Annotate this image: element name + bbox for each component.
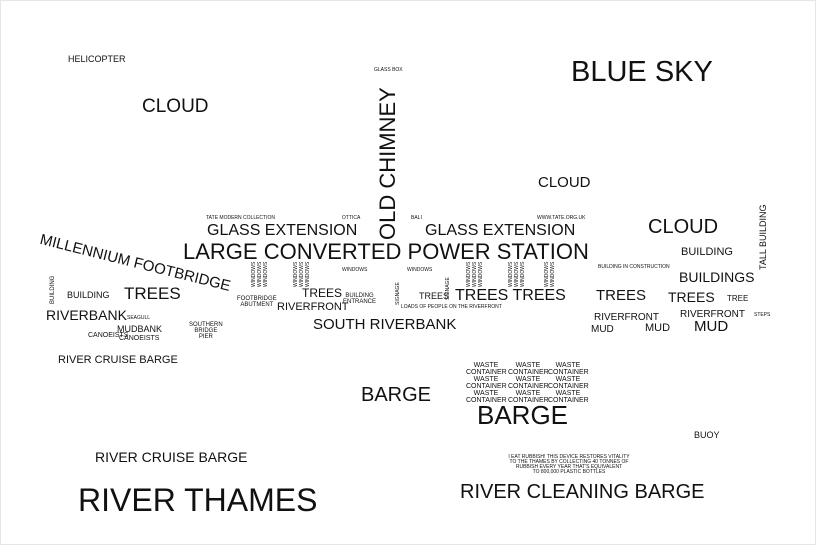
buildings-label: BUILDINGS <box>679 269 755 285</box>
river-cleaning-barge-label: RIVER CLEANING BARGE <box>460 481 705 503</box>
riverfront-label-mid: RIVERFRONT <box>594 312 659 323</box>
footbridge-abutment-label: FOOTBRIDGE ABUTMENT <box>237 296 277 308</box>
blue-sky-label: BLUE SKY <box>571 56 713 88</box>
loads-of-people-label: LOADS OF PEOPLE ON THE RIVERFRONT <box>401 304 502 310</box>
glass-extension-left: GLASS EXTENSION <box>207 222 358 239</box>
trees-label-right-b: TREES <box>668 289 715 305</box>
old-chimney-label: OLD CHIMNEY <box>375 87 400 240</box>
mud-label-a: MUD <box>591 324 614 335</box>
building-label-right: BUILDING <box>681 246 733 258</box>
building-label-left: BUILDING <box>67 290 110 300</box>
trees-label-right-a: TREES <box>596 287 647 304</box>
trees-label-big: TREES TREES <box>455 287 566 304</box>
tate-collection-label: TATE MODERN COLLECTION <box>206 215 275 221</box>
riverfront-label-left: RIVERFRONT <box>277 301 349 313</box>
south-riverbank-label: SOUTH RIVERBANK <box>313 316 457 333</box>
trees-label-small: TREES <box>419 291 450 301</box>
tate-url-label: WWW.TATE.ORG.UK <box>537 215 586 221</box>
southern-bridge-pier-label: SOUTHERN BRIDGE PIER <box>189 322 223 340</box>
glass-box-label: GLASS BOX <box>374 67 403 73</box>
seagull-label: SEAGULL <box>127 315 151 321</box>
windows-label: WINDOWS <box>342 267 368 273</box>
river-cruise-barge-top: RIVER CRUISE BARGE <box>58 354 178 366</box>
building-in-construction-label: BUILDING IN CONSTRUCTION <box>598 264 670 270</box>
windows-stack: WINDOWS <box>520 261 526 287</box>
windows-stack: WINDOWS <box>305 261 311 287</box>
trees-label-mid: TREES <box>302 286 343 300</box>
building-entrance-label: BUILDING ENTRANCE <box>343 293 377 305</box>
cloud-label-right: CLOUD <box>648 216 719 238</box>
signage-label-a: SIGNAGE <box>395 282 401 305</box>
barge-label-big: BARGE <box>477 400 569 430</box>
riverfront-label-right: RIVERFRONT <box>680 309 745 320</box>
mud-label-c: MUD <box>694 318 729 335</box>
river-cruise-barge-bottom: RIVER CRUISE BARGE <box>95 449 248 465</box>
canoeists-label-b: CANOEISTS <box>119 335 160 342</box>
tree-label: TREE <box>727 294 749 303</box>
tall-building-label: TALL BUILDING <box>758 204 768 270</box>
ottica-label: OTTICA <box>342 215 361 221</box>
windows-stack: WINDOWS <box>478 261 484 287</box>
river-thames-label: RIVER THAMES <box>78 482 318 518</box>
helicopter-label: HELICOPTER <box>68 54 126 64</box>
barge-label-left: BARGE <box>361 384 432 406</box>
canoeists-label-a: CANOEISTS <box>88 332 129 339</box>
windows-label: WINDOWS <box>407 267 433 273</box>
steps-label: STEPS <box>754 312 771 318</box>
cloud-label-left: CLOUD <box>142 96 209 117</box>
mud-label-b: MUD <box>645 322 671 334</box>
building-vertical-left: BUILDING <box>50 275 56 304</box>
rubbish-notice: I EAT RUBBISH! THIS DEVICE RESTORES VITA… <box>508 454 630 475</box>
mudbank-label: MUDBANK <box>117 324 163 334</box>
large-converted-power-station: LARGE CONVERTED POWER STATION <box>183 239 589 264</box>
bali-label: BALI <box>411 215 422 221</box>
windows-stack: WINDOWS <box>263 261 269 287</box>
trees-label-left: TREES <box>124 284 181 303</box>
riverbank-label: RIVERBANK <box>46 307 127 323</box>
glass-extension-right: GLASS EXTENSION <box>425 222 576 239</box>
buoy-label: BUOY <box>694 430 720 440</box>
windows-stack: WINDOWS <box>550 261 556 287</box>
cloud-label-mid: CLOUD <box>538 174 591 191</box>
